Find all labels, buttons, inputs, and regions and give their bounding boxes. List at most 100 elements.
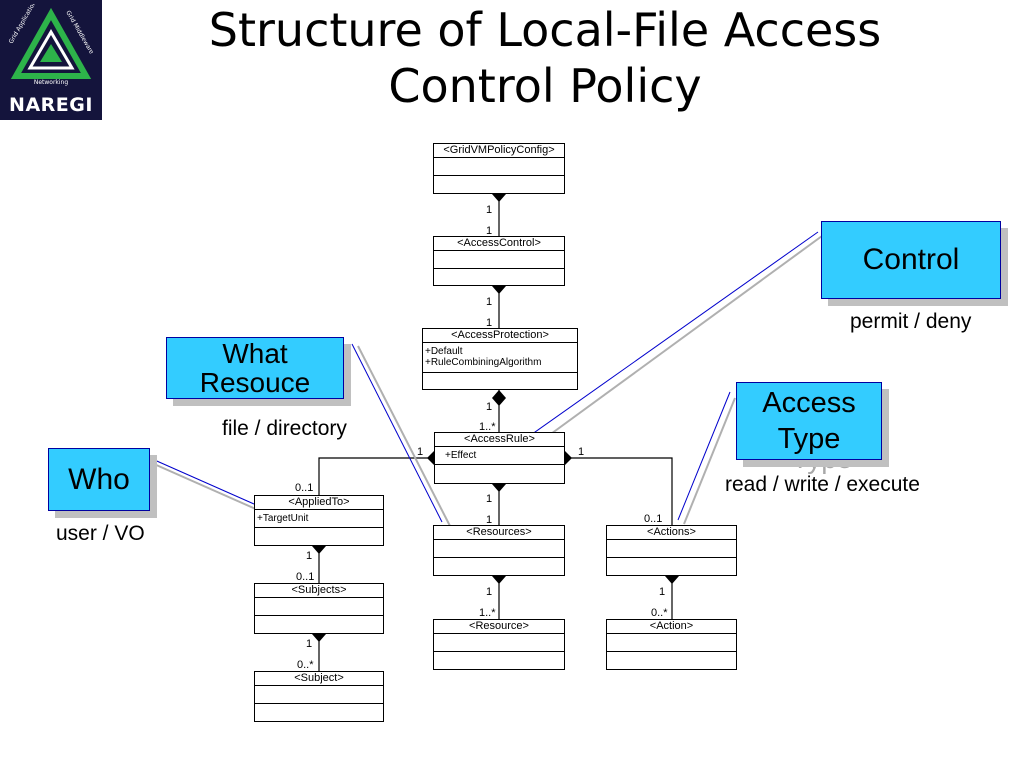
ring-word-networking: Networking bbox=[34, 79, 69, 86]
multiplicity-label: 1 bbox=[486, 225, 493, 237]
naregi-logo: Grid Applications Grid Middleware Networ… bbox=[0, 0, 102, 120]
pointer-what bbox=[351, 343, 443, 523]
multiplicity-label: 1..* bbox=[479, 607, 496, 619]
class-name: <AccessRule> bbox=[435, 433, 564, 447]
callout-access-type-line-2: Type bbox=[777, 423, 841, 455]
callout-what-line-2: Resouce bbox=[199, 367, 311, 398]
class-name: <Subjects> bbox=[255, 584, 383, 598]
callout-access-type-line-1: Access bbox=[762, 387, 856, 419]
multiplicity-label: 1 bbox=[659, 586, 666, 598]
class-attributes bbox=[607, 634, 736, 652]
class-operations bbox=[607, 558, 736, 575]
logo-brand-text: NAREGI bbox=[9, 94, 93, 116]
callout-control-label: Control bbox=[862, 243, 960, 276]
class-attributes: +Effect bbox=[435, 447, 564, 465]
class-operations bbox=[423, 373, 577, 389]
callout-control-note: permit / deny bbox=[850, 310, 972, 333]
connector-rule-actions bbox=[565, 457, 673, 525]
multiplicity-label: 0..* bbox=[297, 659, 314, 671]
class-operations bbox=[434, 558, 564, 575]
multiplicity-label: 1 bbox=[486, 586, 493, 598]
class-action: <Action> bbox=[606, 619, 737, 670]
attr-effect: +Effect bbox=[445, 450, 477, 461]
callout-control: Control bbox=[821, 221, 1001, 299]
class-subjects: <Subjects> bbox=[254, 583, 384, 634]
multiplicity-label: 0..1 bbox=[644, 513, 663, 525]
class-attributes bbox=[255, 686, 383, 704]
callout-what-note: file / directory bbox=[222, 417, 347, 440]
class-name: <Subject> bbox=[255, 672, 383, 686]
title-line-2: Control Policy bbox=[388, 59, 702, 113]
multiplicity-label: 1 bbox=[578, 446, 585, 458]
class-access-protection: <AccessProtection> +Default +RuleCombini… bbox=[422, 328, 578, 390]
multiplicity-label: 1 bbox=[306, 550, 313, 562]
class-applied-to: <AppliedTo> +TargetUnit bbox=[254, 495, 384, 546]
class-operations bbox=[434, 652, 564, 669]
pointer-who bbox=[149, 457, 255, 505]
callout-what-resource: What Resouce bbox=[166, 337, 344, 399]
multiplicity-label: 1 bbox=[486, 317, 493, 329]
class-attributes: +Default +RuleCombiningAlgorithm bbox=[423, 343, 577, 373]
class-name: <Resources> bbox=[434, 526, 564, 540]
pointer-shadow-who bbox=[153, 463, 259, 511]
callout-what-line-1: What bbox=[222, 338, 288, 369]
callout-access-type-note: read / write / execute bbox=[725, 473, 920, 496]
multiplicity-label: 1..* bbox=[479, 421, 496, 433]
class-operations bbox=[255, 528, 383, 545]
class-name: <GridVMPolicyConfig> bbox=[434, 144, 564, 158]
class-operations bbox=[255, 616, 383, 633]
class-actions: <Actions> bbox=[606, 525, 737, 576]
multiplicity-label: 1 bbox=[417, 446, 424, 458]
attr-target-unit: +TargetUnit bbox=[257, 513, 309, 524]
multiplicity-label: 0..1 bbox=[295, 482, 314, 494]
attr-default: +Default bbox=[425, 346, 463, 357]
multiplicity-label: 1 bbox=[486, 401, 493, 413]
class-operations bbox=[434, 176, 564, 193]
class-attributes bbox=[607, 540, 736, 558]
class-attributes: +TargetUnit bbox=[255, 510, 383, 528]
class-access-rule: <AccessRule> +Effect bbox=[434, 432, 565, 484]
connector-rule-appliedto bbox=[318, 457, 434, 495]
multiplicity-label: 0..1 bbox=[296, 571, 315, 583]
multiplicity-label: 1 bbox=[486, 296, 493, 308]
class-attributes bbox=[434, 251, 564, 269]
pointer-shadow-access-type bbox=[683, 397, 736, 525]
callout-who-note: user / VO bbox=[56, 522, 145, 545]
multiplicity-label: 1 bbox=[486, 514, 493, 526]
pointer-shadow-what bbox=[357, 345, 451, 527]
class-attributes bbox=[434, 158, 564, 176]
class-resources: <Resources> bbox=[433, 525, 565, 576]
multiplicity-label: 0..* bbox=[651, 607, 668, 619]
attr-rule-combining-algorithm: +RuleCombiningAlgorithm bbox=[425, 357, 542, 368]
class-access-control: <AccessControl> bbox=[433, 236, 565, 286]
title-line-1: Structure of Local-File Access bbox=[208, 3, 882, 57]
class-name: <AppliedTo> bbox=[255, 496, 383, 510]
class-attributes bbox=[434, 540, 564, 558]
multiplicity-label: 1 bbox=[486, 493, 493, 505]
class-attributes bbox=[434, 634, 564, 652]
multiplicity-label: 1 bbox=[306, 638, 313, 650]
class-name: <AccessControl> bbox=[434, 237, 564, 251]
pointer-shadow-control bbox=[517, 235, 823, 459]
triangle-logo-icon: Grid Applications Grid Middleware Networ… bbox=[8, 4, 95, 86]
class-name: <Resource> bbox=[434, 620, 564, 634]
pointer-access-type bbox=[677, 391, 731, 521]
class-resource: <Resource> bbox=[433, 619, 565, 670]
callout-who-label: Who bbox=[68, 462, 130, 496]
callout-who: Who bbox=[48, 448, 150, 511]
callout-access-type: Access Type bbox=[736, 382, 882, 460]
class-operations bbox=[434, 269, 564, 285]
pointer-control bbox=[503, 231, 819, 455]
multiplicity-label: 1 bbox=[486, 204, 493, 216]
class-operations bbox=[607, 652, 736, 669]
diamond-protection bbox=[492, 390, 506, 406]
class-name: <Actions> bbox=[607, 526, 736, 540]
class-name: <AccessProtection> bbox=[423, 329, 577, 343]
class-grid-vm-policy-config: <GridVMPolicyConfig> bbox=[433, 143, 565, 194]
class-operations bbox=[435, 465, 564, 483]
slide-title: Structure of Local-File Access Control P… bbox=[110, 2, 980, 114]
class-subject: <Subject> bbox=[254, 671, 384, 722]
class-operations bbox=[255, 704, 383, 721]
class-name: <Action> bbox=[607, 620, 736, 634]
class-attributes bbox=[255, 598, 383, 616]
